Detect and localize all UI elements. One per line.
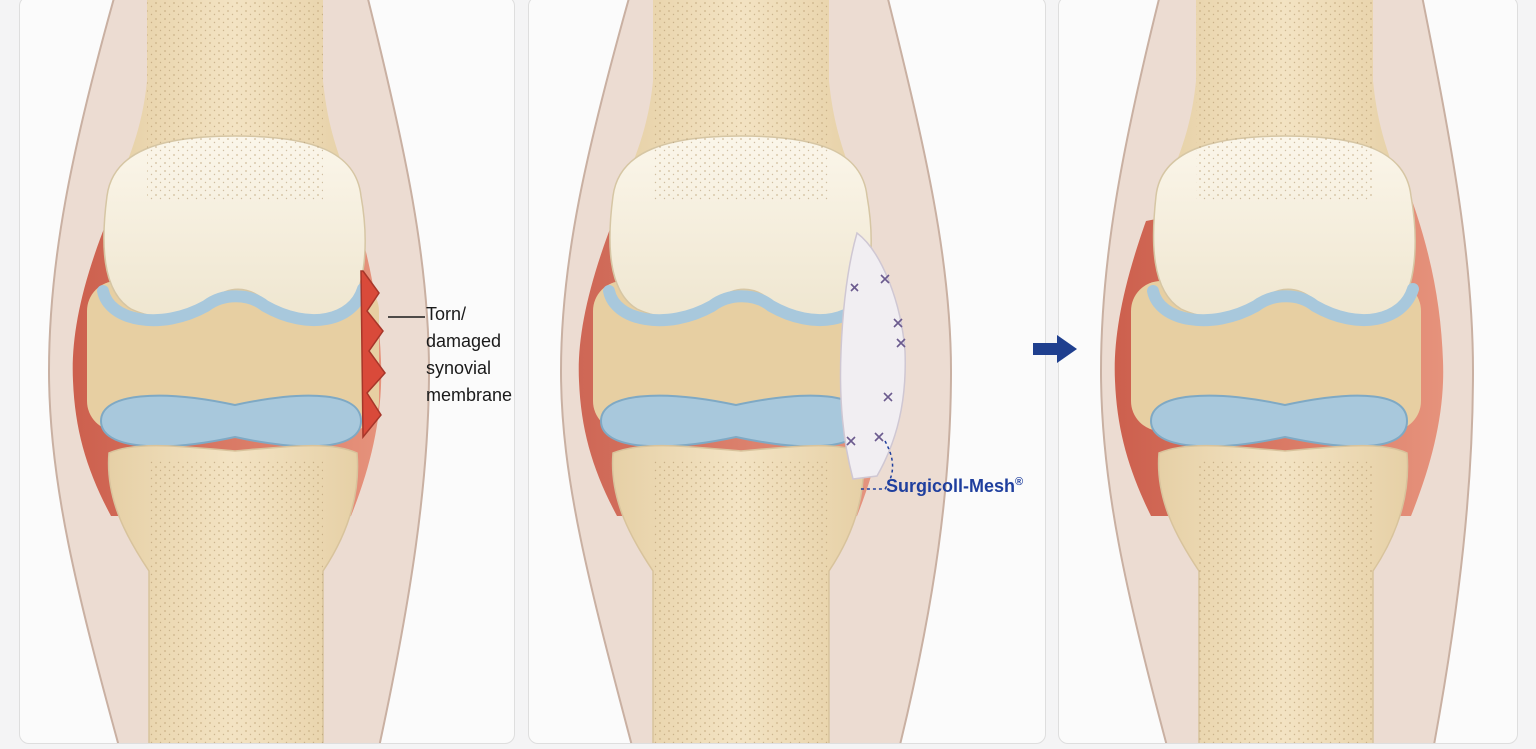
registered-mark: ® bbox=[1015, 476, 1024, 488]
panel-damaged-joint bbox=[19, 0, 515, 744]
panel-healed-joint bbox=[1058, 0, 1518, 744]
torn-membrane-label: Torn/ damaged synovial membrane bbox=[426, 304, 513, 405]
suture-icon bbox=[846, 274, 906, 446]
femur-cartilage bbox=[603, 283, 875, 327]
mesh-label-leader bbox=[859, 440, 894, 490]
panel-mesh-repair bbox=[528, 0, 1046, 744]
arrow-right-icon bbox=[1033, 335, 1077, 363]
femur-cartilage bbox=[1147, 283, 1419, 327]
meniscus bbox=[99, 394, 363, 448]
meniscus bbox=[1149, 394, 1409, 448]
meniscus bbox=[599, 394, 865, 448]
torn-membrane bbox=[360, 270, 386, 440]
mesh-label-name: Surgicoll-Mesh bbox=[886, 476, 1016, 496]
surgicoll-mesh-patch bbox=[839, 231, 907, 480]
femur-cartilage bbox=[97, 283, 369, 327]
mesh-label: Surgicoll-Mesh® bbox=[886, 476, 1023, 497]
